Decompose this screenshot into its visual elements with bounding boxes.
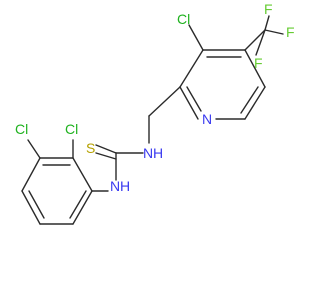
bond-c-f — [264, 29, 284, 35]
sulfur-atom-label: S — [86, 140, 95, 156]
bond — [72, 157, 93, 192]
structure-svg: Cl F F F N N H S N H Cl Cl — [15, 1, 295, 225]
bond — [28, 190, 45, 219]
bond-c-s — [95, 152, 117, 160]
bond-c-s — [95, 144, 117, 154]
bond-c-cl — [188, 24, 204, 51]
bond-c-f — [264, 15, 270, 31]
bond — [186, 86, 202, 112]
nitrogen-atom-label: N — [202, 111, 212, 127]
nitrogen-atom-label: N — [110, 178, 120, 194]
phenyl-ring — [21, 157, 93, 225]
bond-c-cl — [27, 139, 41, 159]
fluorine-atom-label: F — [264, 1, 273, 17]
bond-ring-ch2 — [148, 86, 181, 117]
nitrogen-atom-label: N — [143, 145, 153, 161]
bond — [179, 49, 204, 88]
hydrogen-atom-label: H — [153, 145, 163, 161]
bond-c-cf3 — [244, 29, 266, 51]
bond — [21, 157, 41, 192]
bond — [240, 86, 259, 114]
bond-c-f — [255, 29, 266, 56]
bond — [72, 190, 93, 225]
hydrogen-atom-label: H — [120, 178, 130, 194]
chlorine-atom-label: Cl — [65, 121, 78, 137]
fluorine-atom-label: F — [254, 55, 263, 71]
fluorine-atom-label: F — [286, 24, 295, 40]
chlorine-atom-label: Cl — [15, 121, 28, 137]
bond — [69, 190, 87, 219]
chlorine-atom-label: Cl — [177, 11, 190, 27]
bond — [179, 86, 199, 120]
molecule-diagram: Cl F F F N N H S N H Cl Cl — [15, 1, 295, 225]
bond — [244, 86, 266, 120]
pyridine-ring — [179, 49, 266, 120]
bond — [244, 49, 266, 88]
bond — [21, 190, 41, 225]
